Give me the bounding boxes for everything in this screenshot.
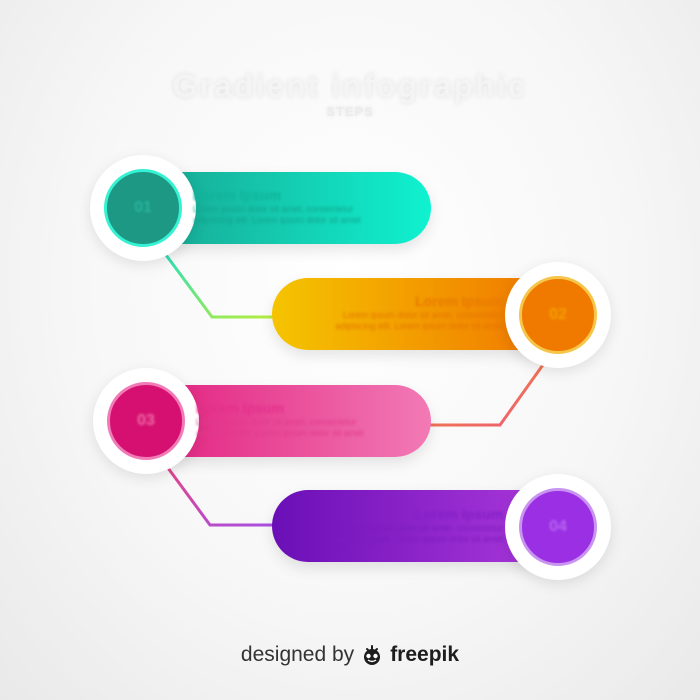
step-2-number-badge: 02: [519, 276, 597, 354]
connector-3-4: [166, 467, 278, 527]
step-4-text: Lorem Ipsum Lorem ipsum dolor sit amet, …: [303, 505, 503, 545]
credit-prefix: designed by: [240, 643, 355, 666]
step-3-number: 03: [137, 412, 155, 429]
credit-brand: freepik: [390, 643, 460, 666]
step-1-number-badge: 01: [104, 169, 182, 247]
step-4-number-badge: 04: [519, 488, 597, 566]
step-4-number: 04: [549, 518, 567, 535]
step-2-number: 02: [549, 306, 567, 323]
step-2-heading: Lorem Ipsum: [415, 293, 503, 309]
step-3-body: Lorem ipsum dolor sit amet, consectetur …: [196, 417, 364, 438]
connector-2-3: [426, 361, 547, 427]
freepik-logo-icon: [364, 645, 381, 665]
step-2-text: Lorem Ipsum Lorem ipsum dolor sit amet, …: [303, 292, 503, 332]
step-1-text: Lorem Ipsum Lorem ipsum dolor sit amet, …: [193, 186, 393, 226]
infographic-title: Gradient infographic: [172, 68, 528, 104]
step-3-text: Lorem Ipsum Lorem ipsum dolor sit amet, …: [196, 399, 396, 439]
step-3-heading: Lorem Ipsum: [196, 400, 284, 416]
connector-1-2: [164, 254, 278, 319]
step-1-number: 01: [134, 199, 152, 216]
freepik-credit: designed by freepik: [0, 643, 700, 667]
step-1-body: Lorem ipsum dolor sit amet, consectetur …: [193, 204, 361, 225]
infographic-subtitle: STEPS: [326, 104, 374, 119]
step-1-heading: Lorem Ipsum: [193, 187, 281, 203]
step-3-number-badge: 03: [107, 382, 185, 460]
step-4-body: Lorem ipsum dolor sit amet, consectetur …: [335, 523, 503, 544]
step-4-heading: Lorem Ipsum: [415, 506, 503, 522]
step-2-body: Lorem ipsum dolor sit amet, consectetur …: [335, 310, 503, 331]
